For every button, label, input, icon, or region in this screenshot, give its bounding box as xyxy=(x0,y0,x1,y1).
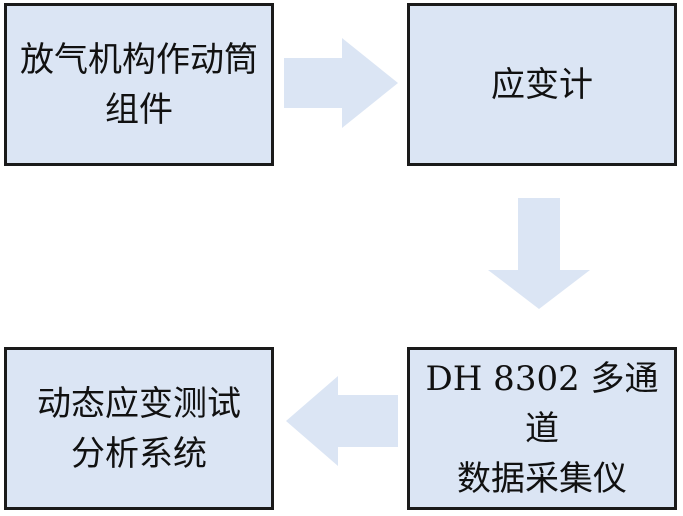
box-strain-gauge: 应变计 xyxy=(407,3,677,166)
box-analysis-system: 动态应变测试 分析系统 xyxy=(4,347,274,510)
arrow-left xyxy=(286,376,398,466)
box-dh8302: DH 8302 多通道 数据采集仪 xyxy=(407,347,677,510)
arrow-down xyxy=(488,198,590,309)
box-exhaust-cylinder-line1: 放气机构作动筒 xyxy=(20,39,258,80)
box-dh8302-line2: 数据采集仪 xyxy=(457,458,627,499)
box-analysis-system-line1: 动态应变测试 xyxy=(37,383,241,424)
arrow-right xyxy=(284,38,398,128)
box-exhaust-cylinder-line2: 组件 xyxy=(105,89,173,130)
box-dh8302-line1: DH 8302 多通道 xyxy=(425,358,659,449)
box-analysis-system-line2: 分析系统 xyxy=(71,433,207,474)
box-strain-gauge-line1: 应变计 xyxy=(491,64,593,105)
box-exhaust-cylinder: 放气机构作动筒 组件 xyxy=(4,3,274,166)
